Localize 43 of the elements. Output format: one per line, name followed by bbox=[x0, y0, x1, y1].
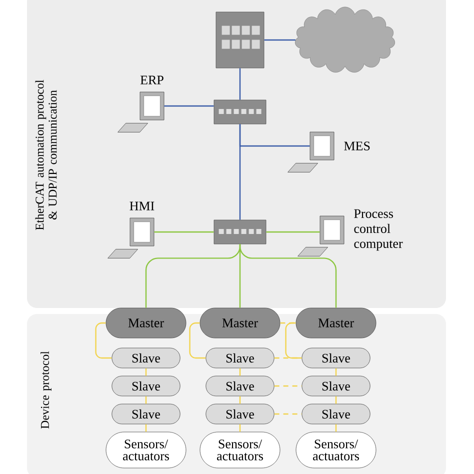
computer-label: HMI bbox=[130, 202, 154, 210]
connector bbox=[280, 322, 296, 324]
slave-node: Slave bbox=[302, 348, 370, 368]
switch-drawing bbox=[214, 220, 266, 244]
slave-node: Slave bbox=[302, 404, 370, 424]
slave-node: Slave bbox=[206, 404, 274, 424]
band-label: Device protocol bbox=[40, 351, 52, 429]
connector bbox=[335, 396, 337, 404]
connector bbox=[145, 424, 147, 432]
master-node: Master bbox=[296, 308, 376, 338]
slave-node: Slave bbox=[112, 404, 180, 424]
connector bbox=[145, 368, 147, 376]
connector bbox=[145, 396, 147, 404]
sensor-node: Sensors/ actuators bbox=[296, 432, 376, 468]
connector bbox=[285, 322, 302, 359]
connector bbox=[266, 231, 320, 233]
cloud-drawing bbox=[295, 6, 395, 73]
slave-node: Slave bbox=[206, 348, 274, 368]
slave-node: Slave bbox=[112, 348, 180, 368]
connector bbox=[239, 368, 241, 376]
computer-label: ERP bbox=[140, 76, 164, 84]
master-node: Master bbox=[106, 308, 186, 338]
sensor-node: Sensors/ actuators bbox=[106, 432, 186, 468]
switch-drawing bbox=[214, 100, 266, 124]
connector bbox=[239, 396, 241, 404]
server-drawing bbox=[216, 12, 264, 68]
connector bbox=[264, 39, 296, 41]
connector bbox=[154, 231, 214, 233]
connector bbox=[335, 424, 337, 432]
sensor-node: Sensors/ actuators bbox=[200, 432, 280, 468]
slave-node: Slave bbox=[302, 376, 370, 396]
connector bbox=[335, 368, 337, 376]
connector bbox=[239, 244, 337, 308]
connector bbox=[239, 424, 241, 432]
connector bbox=[164, 105, 214, 107]
master-node: Master bbox=[200, 308, 280, 338]
computer-label: Process control computer bbox=[354, 209, 403, 251]
connector bbox=[239, 68, 241, 100]
slave-node: Slave bbox=[112, 376, 180, 396]
connector bbox=[239, 124, 241, 220]
slave-node: Slave bbox=[206, 376, 274, 396]
computer-label: MES bbox=[344, 142, 370, 150]
band-label: EtherCAT automation protocol & UDP/IP communication bbox=[35, 80, 57, 230]
